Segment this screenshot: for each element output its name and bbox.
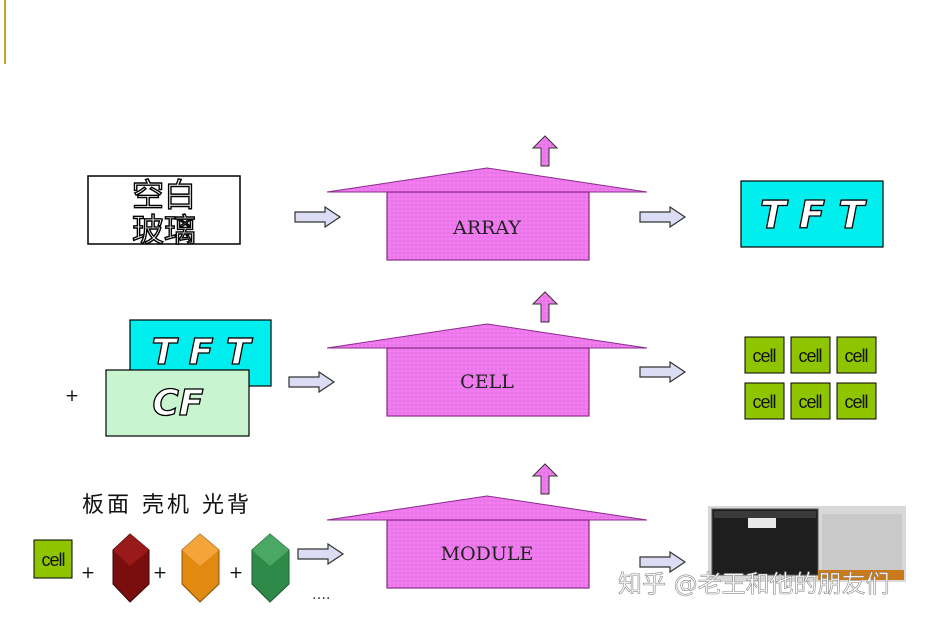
cell-chip-label: cell [844, 346, 867, 366]
green-backlight-gem [251, 533, 290, 603]
output-arrow-3 [639, 551, 686, 573]
plus-sign: + [81, 563, 95, 583]
plus-sign-row2: + [65, 386, 79, 406]
output-arrow-2 [639, 361, 686, 383]
module-photo [708, 506, 906, 582]
array-stage: ARRAY [326, 135, 648, 261]
ellipsis: …. [312, 587, 330, 603]
red-panel-gem [112, 533, 150, 603]
cell-chip: cell [790, 382, 831, 420]
module-stage: MODULE [326, 463, 648, 589]
cell-chip: cell [836, 336, 877, 374]
module-stage-label: MODULE [441, 543, 534, 565]
tft-result-box: T F T [740, 180, 884, 248]
blank-glass-box: 空白 玻璃 [87, 175, 241, 250]
watermark-text: 知乎 @老王和他的朋友们 [618, 570, 890, 598]
cell-stage-label: CELL [460, 371, 514, 393]
accent-line [4, 0, 6, 64]
cell-stage: CELL [326, 291, 648, 417]
materials-label: 板面 壳机 光背 [82, 493, 252, 518]
cf-substrate-box: CF [105, 369, 250, 437]
cf-substrate-text: CF [152, 383, 203, 424]
cell-grid: cell cell cell cell cell cell [744, 336, 877, 420]
cell-chip-label: cell [752, 392, 775, 412]
array-stage-label: ARRAY [452, 217, 521, 239]
cell-chip-label: cell [752, 346, 775, 366]
output-arrow-1 [639, 206, 686, 228]
cell-chip: cell [744, 382, 785, 420]
blank-glass-line2: 玻璃 [132, 211, 196, 249]
cell-chip-label: cell [798, 392, 821, 412]
cell-chip: cell [790, 336, 831, 374]
input-arrow-2 [288, 371, 335, 393]
plus-sign: + [229, 563, 243, 583]
blank-glass-line1: 空白 [132, 176, 196, 214]
cell-input-chip: cell [33, 539, 73, 579]
input-arrow-1 [294, 206, 341, 228]
tft-substrate-text: T F T [152, 332, 253, 373]
tft-result-text: T F T [760, 193, 867, 237]
cell-input-label: cell [41, 550, 64, 570]
cell-chip: cell [836, 382, 877, 420]
cell-chip-label: cell [798, 346, 821, 366]
cell-chip: cell [744, 336, 785, 374]
plus-sign: + [153, 563, 167, 583]
input-arrow-3 [297, 543, 344, 565]
cell-chip-label: cell [844, 392, 867, 412]
orange-frame-gem [181, 533, 220, 603]
